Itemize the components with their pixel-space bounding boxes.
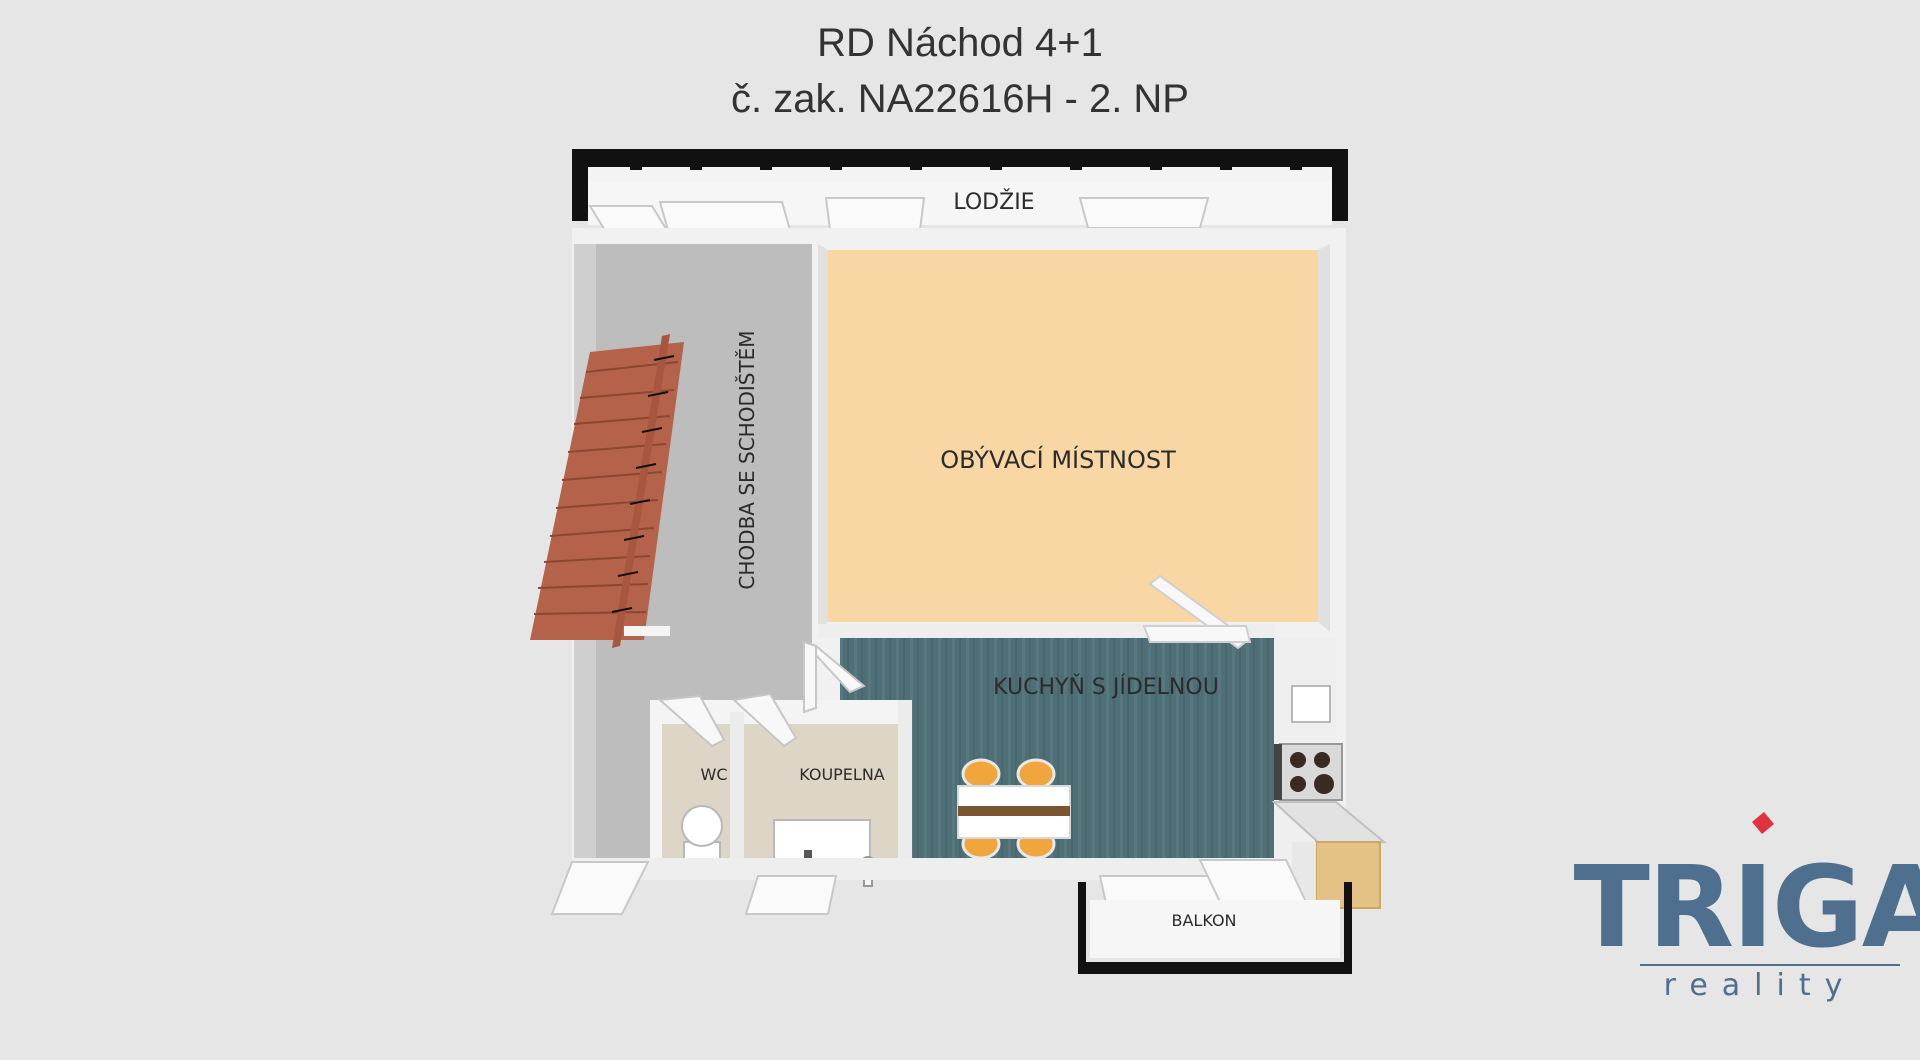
balcony-label: BALKON (1171, 911, 1236, 930)
triga-logo: TRIGA (1574, 812, 1920, 973)
loggia-label: LODŽIE (953, 189, 1034, 215)
wc-label: WC (701, 765, 728, 784)
logo-accent-mark (1752, 812, 1774, 834)
plan-title: RD Náchod 4+1 (817, 21, 1103, 65)
bottom-windows (550, 859, 1310, 915)
dining-table (957, 758, 1071, 860)
living-room-label: OBÝVACÍ MÍSTNOST (940, 445, 1176, 474)
living-room-floor (828, 250, 1318, 622)
loggia-windows (588, 197, 1210, 233)
bathtub (773, 819, 871, 865)
bathroom-label: KOUPELNA (799, 765, 885, 784)
logo-brand: TRIGA (1574, 843, 1920, 973)
interior-doors (657, 640, 866, 748)
loggia-railing (572, 149, 1348, 221)
balcony-railing (1078, 882, 1352, 974)
staircase (530, 334, 684, 648)
living-kitchen-door (1142, 574, 1252, 650)
plan-subtitle: č. zak. NA22616H - 2. NP (731, 77, 1189, 121)
logo-tagline: reality (1663, 968, 1857, 1003)
kitchen-label: KUCHYŇ S JÍDELNOU (993, 674, 1219, 700)
hallway-label: CHODBA SE SCHODIŠTĚM (735, 330, 759, 589)
kitchen-counter (1271, 638, 1387, 909)
